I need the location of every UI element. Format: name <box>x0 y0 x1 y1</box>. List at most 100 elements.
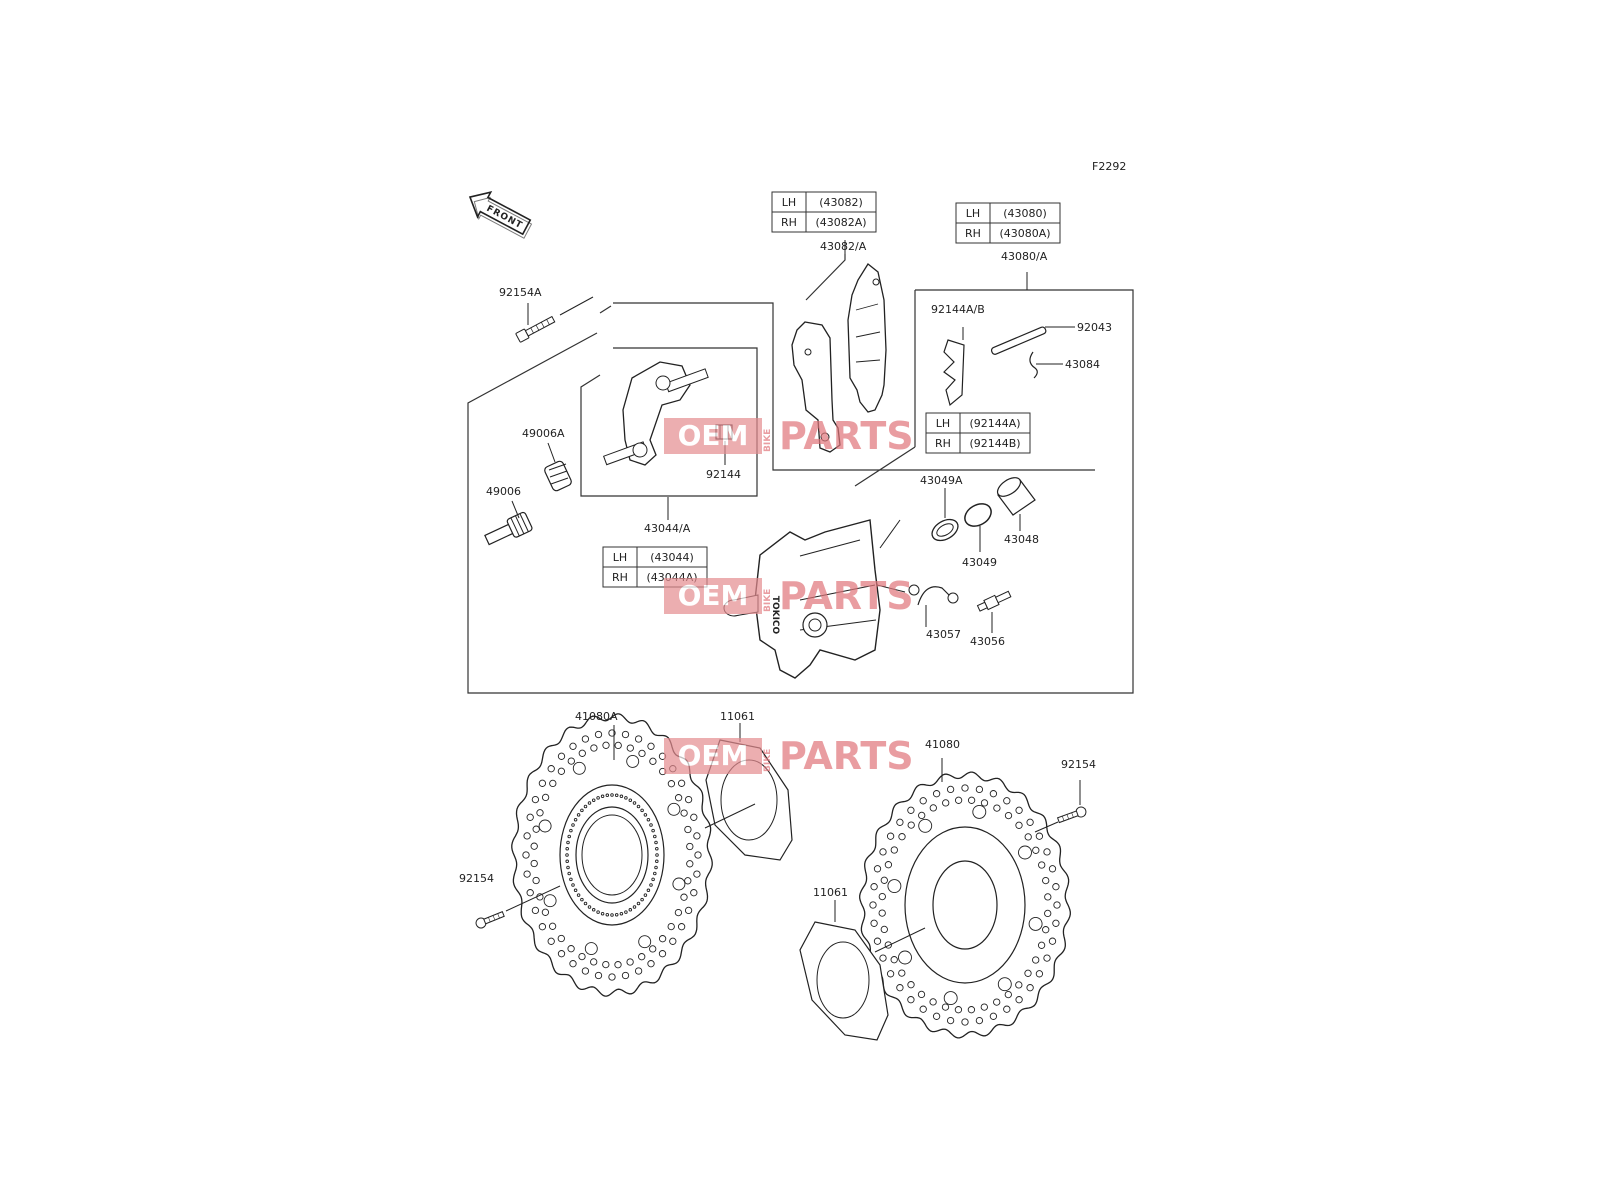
table-cell: (92144B) <box>969 437 1020 450</box>
disc-hole <box>946 1016 955 1025</box>
disc-hole <box>961 784 969 792</box>
disc-hole <box>584 942 598 956</box>
disc-hole <box>672 877 686 891</box>
disc-hole <box>548 922 557 930</box>
disc-hole <box>571 823 575 827</box>
part-label: 92144 <box>706 468 741 481</box>
disc-hole <box>571 883 575 887</box>
disc-hole <box>547 937 555 945</box>
bleeder-43056 <box>976 590 1012 612</box>
bolt-92154-left <box>473 908 506 931</box>
disc-hole <box>879 954 887 962</box>
disc-hole <box>669 937 677 945</box>
disc-hole <box>583 804 588 809</box>
disc-hole <box>655 859 659 864</box>
disc-hole <box>694 851 702 859</box>
disc-hole <box>993 804 1001 812</box>
disc-hole <box>572 761 586 775</box>
svg-text:PARTS: PARTS <box>779 574 914 618</box>
disc-hole <box>879 848 887 856</box>
disc-hole <box>596 910 600 914</box>
disc-hole <box>898 969 906 977</box>
disc-hole <box>680 893 688 901</box>
disc-hole <box>640 897 644 902</box>
disc-hole <box>896 984 904 992</box>
disc-hole <box>634 735 643 743</box>
part-label: 92043 <box>1077 321 1112 334</box>
disc-hole <box>941 1003 950 1011</box>
disc-hole <box>1044 909 1052 918</box>
shim-11061-bottom <box>799 921 889 1041</box>
disc-hole <box>591 908 596 912</box>
disc-hole <box>530 859 538 868</box>
disc-hole <box>594 730 603 739</box>
disc-hole <box>565 853 569 857</box>
disc-hole <box>989 1012 998 1020</box>
disc-hole <box>628 908 633 912</box>
disc-hole <box>980 799 989 807</box>
disc-hole <box>942 799 950 807</box>
disc-hole <box>1044 893 1052 901</box>
disc-hole <box>610 913 614 917</box>
disc-hole <box>890 956 898 964</box>
disc-hole <box>667 922 675 931</box>
table-cell: (43080A) <box>999 227 1050 240</box>
disc-hole <box>581 967 590 975</box>
disc-hole <box>684 825 692 834</box>
disc-hole <box>608 973 616 981</box>
disc-hole <box>621 730 630 739</box>
pin-49006 <box>484 511 533 546</box>
disc-hole <box>610 793 614 797</box>
disc-hole <box>646 888 651 893</box>
disc-hole <box>993 998 1001 1006</box>
table-cell: RH <box>612 571 628 584</box>
disc-hole <box>543 894 557 908</box>
disc-hole <box>1048 865 1057 873</box>
disc-hole <box>547 765 555 773</box>
disc-hole <box>674 794 683 802</box>
disc-hole <box>626 958 634 966</box>
table-cell: (43082A) <box>815 216 866 229</box>
seal-43049 <box>964 503 992 527</box>
disc-hole <box>929 998 937 1006</box>
part-label: 49006 <box>486 485 521 498</box>
disc-hole <box>693 832 701 840</box>
disc-hole <box>580 897 584 902</box>
disc-hole <box>605 793 610 798</box>
disc-hole <box>1015 981 1023 989</box>
disc-hole <box>1043 848 1051 856</box>
disc-hole <box>530 842 538 850</box>
disc-hole <box>567 945 575 953</box>
disc-hole <box>614 741 622 750</box>
part-label: 43082/A <box>820 240 867 253</box>
disc-hole <box>880 876 888 884</box>
disc-hole <box>600 911 605 916</box>
disc-hole <box>1052 883 1060 891</box>
disc-hole <box>658 935 667 943</box>
disc-hole <box>932 1012 941 1020</box>
disc-hole <box>972 804 987 819</box>
disc-hole <box>596 796 600 800</box>
disc-hole <box>1042 926 1050 934</box>
disc-hole <box>567 871 571 876</box>
disc-hole <box>686 842 694 851</box>
disc-hole <box>569 828 573 833</box>
disc-hole <box>557 934 565 943</box>
disc-hole <box>576 893 581 897</box>
disc-hole <box>898 833 906 841</box>
disc-hole <box>573 817 578 822</box>
disc-hole <box>954 1006 963 1014</box>
disc-hole <box>566 865 570 870</box>
disc-hole <box>887 879 902 894</box>
disc-hole <box>583 901 588 906</box>
disc-hole <box>873 865 882 873</box>
disc-hole <box>557 950 566 958</box>
disc-hole <box>1004 811 1013 820</box>
table-cell: LH <box>782 196 796 209</box>
disc-hole <box>526 889 534 897</box>
part-label: 11061 <box>813 886 848 899</box>
table-cell: RH <box>935 437 951 450</box>
disc-hole <box>569 877 573 882</box>
disc-hole <box>684 795 693 804</box>
